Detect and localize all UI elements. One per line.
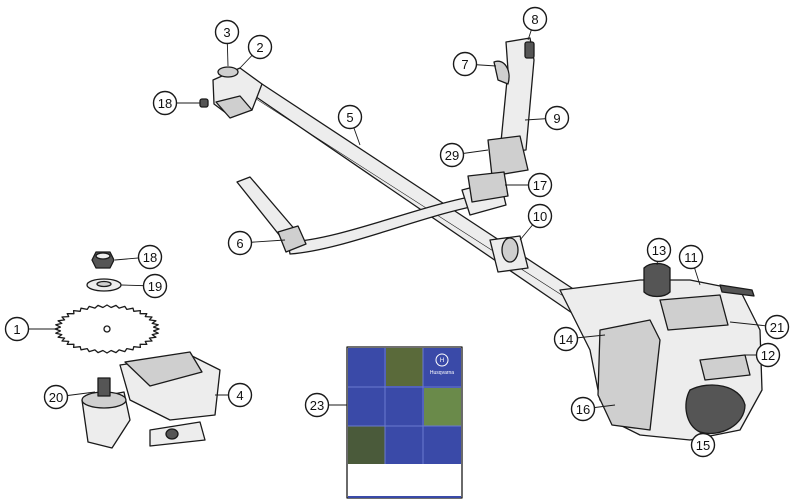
- callout-6: 6: [227, 230, 253, 256]
- callout-circle: [227, 382, 253, 408]
- callout-1: 1: [4, 316, 30, 342]
- callout-number: 2: [256, 40, 263, 55]
- callout-circle: [527, 172, 553, 198]
- callout-circle: [452, 51, 478, 77]
- callout-circle: [544, 105, 570, 131]
- engine-unit: [559, 262, 763, 441]
- callout-number: 9: [553, 111, 560, 126]
- callout-number: 12: [761, 348, 775, 363]
- callout-circle: [553, 326, 579, 352]
- callout-8: 8: [522, 6, 548, 32]
- support-washer: [86, 278, 122, 292]
- callout-number: 5: [346, 110, 353, 125]
- callout-16: 16: [570, 396, 596, 422]
- callout-3: 3: [214, 19, 240, 45]
- callout-18: 18: [152, 90, 178, 116]
- callout-number: 29: [445, 148, 459, 163]
- callout-number: 18: [143, 250, 157, 265]
- operator-manual-cover: H Husqvarna: [346, 346, 463, 499]
- callout-23: 23: [304, 392, 330, 418]
- callout-number: 16: [576, 402, 590, 417]
- callout-12: 12: [755, 342, 781, 368]
- callout-circle: [137, 244, 163, 270]
- trimmer-head-assembly: [199, 66, 263, 119]
- handlebar: [236, 176, 507, 255]
- callout-circle: [690, 432, 716, 458]
- callout-9: 9: [544, 105, 570, 131]
- callout-number: 8: [531, 12, 538, 27]
- callout-circle: [43, 384, 69, 410]
- callout-number: 1: [13, 322, 20, 337]
- callout-number: 14: [559, 332, 573, 347]
- callout-circle: [227, 230, 253, 256]
- callout-29: 29: [439, 142, 465, 168]
- cover-brand-name: Husqvarna: [430, 370, 454, 376]
- callout-13: 13: [646, 237, 672, 263]
- callout-20: 20: [43, 384, 69, 410]
- callout-circle: [755, 342, 781, 368]
- callout-number: 17: [533, 178, 547, 193]
- callout-circle: [337, 104, 363, 130]
- main-shaft-tube: [242, 83, 591, 316]
- shaft-clamp: [489, 235, 529, 273]
- callout-number: 23: [310, 398, 324, 413]
- callout-11: 11: [678, 244, 704, 270]
- callout-number: 3: [223, 25, 230, 40]
- callout-number: 15: [696, 438, 710, 453]
- callout-2: 2: [247, 34, 273, 60]
- callout-10: 10: [527, 203, 553, 229]
- callout-number: 20: [49, 390, 63, 405]
- callout-circle: [678, 244, 704, 270]
- callout-circle: [570, 396, 596, 422]
- callout-7: 7: [452, 51, 478, 77]
- callout-5: 5: [337, 104, 363, 130]
- svg-text:H: H: [440, 358, 444, 364]
- callout-circle: [4, 316, 30, 342]
- callout-number: 10: [533, 209, 547, 224]
- callout-circle: [764, 314, 790, 340]
- callout-circle: [247, 34, 273, 60]
- cover-grid-lines: [348, 348, 461, 464]
- husqvarna-logo-icon: H: [435, 353, 449, 367]
- callout-number: 7: [461, 57, 468, 72]
- callout-number: 6: [236, 236, 243, 251]
- callout-18: 18: [137, 244, 163, 270]
- callout-circle: [527, 203, 553, 229]
- callout-19: 19: [142, 273, 168, 299]
- callout-circle: [152, 90, 178, 116]
- callout-circle: [439, 142, 465, 168]
- callout-number: 11: [684, 250, 698, 265]
- callout-circle: [522, 6, 548, 32]
- callout-number: 21: [770, 320, 784, 335]
- callout-14: 14: [553, 326, 579, 352]
- bevel-gear-assembly: [81, 351, 221, 449]
- callout-number: 19: [148, 279, 162, 294]
- callout-17: 17: [527, 172, 553, 198]
- callout-4: 4: [227, 382, 253, 408]
- callout-circle: [646, 237, 672, 263]
- callout-number: 4: [236, 388, 243, 403]
- callout-circle: [142, 273, 168, 299]
- callout-number: 13: [652, 243, 666, 258]
- blade-nut: [91, 251, 115, 269]
- callout-15: 15: [690, 432, 716, 458]
- callout-circle: [214, 19, 240, 45]
- callout-circle: [304, 392, 330, 418]
- callout-number: 18: [158, 96, 172, 111]
- saw-blade: [54, 304, 160, 354]
- callout-21: 21: [764, 314, 790, 340]
- throttle-handle: [467, 37, 535, 203]
